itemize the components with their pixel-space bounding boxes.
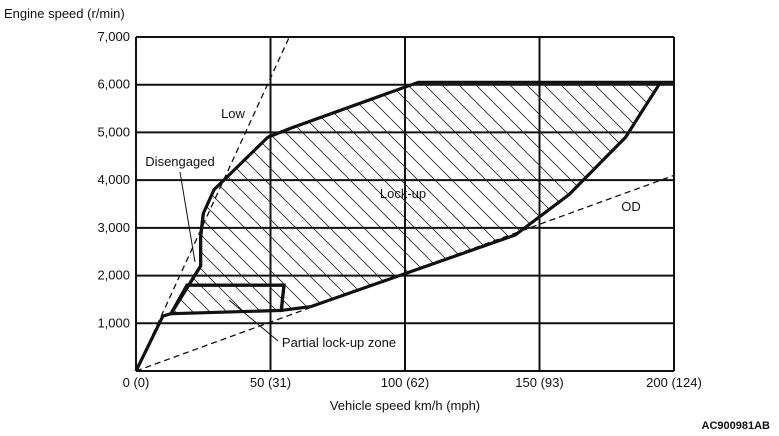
annotation-partial-lock-up-zone: Partial lock-up zone bbox=[282, 335, 396, 350]
series-line-od bbox=[135, 174, 675, 372]
x-tick-label-150: 150 (93) bbox=[515, 375, 563, 390]
y-axis-label: Engine speed (r/min) bbox=[4, 6, 125, 21]
y-tick-label-2000: 2,000 bbox=[97, 268, 130, 283]
x-tick-label-50: 50 (31) bbox=[250, 375, 291, 390]
tick-labels: 1,000 2,000 3,000 4,000 5,000 6,000 7,000 0 (0)… bbox=[97, 29, 701, 390]
leader-disengaged bbox=[179, 171, 196, 263]
annotation-od: OD bbox=[621, 199, 641, 214]
y-tick-label-7000: 7,000 bbox=[97, 29, 130, 44]
annotation-lock-up: Lock-up bbox=[380, 186, 426, 201]
figure-code: AC900981AB bbox=[702, 420, 771, 432]
x-tick-label-0: 0 (0) bbox=[123, 375, 150, 390]
regions bbox=[134, 80, 674, 372]
annotation-disengaged: Disengaged bbox=[145, 154, 214, 169]
series-line-low bbox=[135, 36, 290, 372]
region-disengaged-boundary bbox=[134, 213, 205, 372]
x-axis-label: Vehicle speed km/h (mph) bbox=[330, 398, 480, 413]
y-tick-label-5000: 5,000 bbox=[97, 124, 130, 139]
y-tick-label-3000: 3,000 bbox=[97, 220, 130, 235]
annotation-low: Low bbox=[221, 106, 245, 121]
x-tick-label-200: 200 (124) bbox=[646, 375, 702, 390]
series-lines bbox=[135, 36, 675, 372]
y-tick-label-4000: 4,000 bbox=[97, 172, 130, 187]
leader-partial-lock-up-zone bbox=[228, 299, 279, 342]
y-tick-label-6000: 6,000 bbox=[97, 77, 130, 92]
x-tick-label-100: 100 (62) bbox=[381, 375, 429, 390]
y-tick-label-1000: 1,000 bbox=[97, 315, 130, 330]
